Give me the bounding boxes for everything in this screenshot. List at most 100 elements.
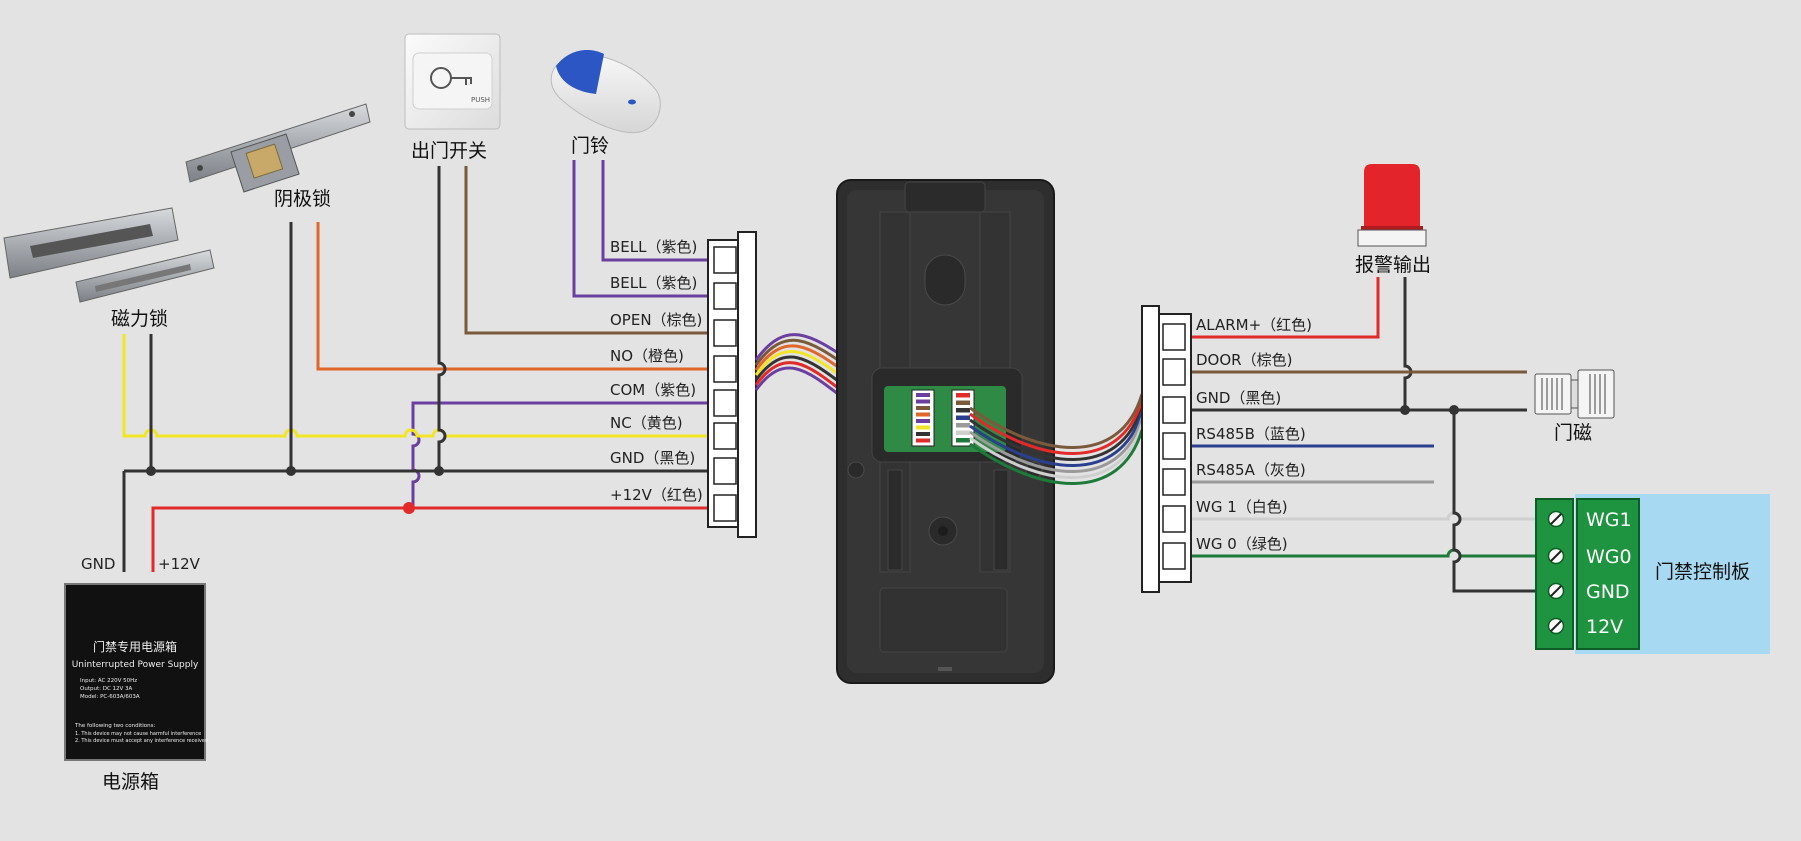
terminal-cell — [1162, 358, 1186, 386]
terminal-cell — [713, 494, 737, 522]
right-terminal-label: ALARM+（红色) — [1196, 316, 1312, 334]
junction-dot — [434, 466, 444, 476]
wire-bell-2 — [572, 160, 708, 298]
left-terminal-label: +12V（红色) — [610, 486, 703, 504]
junction-dot — [146, 466, 156, 476]
pin-wire — [956, 408, 970, 413]
card-reader-back — [836, 179, 1055, 684]
door-sensor-label: 门磁 — [1554, 422, 1592, 444]
power-box-title: 门禁专用电源箱 — [93, 639, 177, 654]
wire-bell-1 — [601, 160, 708, 262]
terminal-cell — [1162, 505, 1186, 533]
pin-wire — [956, 438, 970, 443]
doorbell-image — [550, 50, 661, 134]
alarm-label: 报警输出 — [1355, 254, 1431, 276]
power-12v-label: +12V — [158, 555, 201, 573]
power-box-spec: Input: AC 220V 50Hz — [80, 678, 137, 684]
pin-wire — [956, 400, 970, 405]
junction-dot — [403, 502, 415, 514]
left-terminal-label: NO（橙色) — [610, 347, 684, 365]
left-terminal-label: GND（黑色) — [610, 449, 695, 467]
junction-dot — [1400, 405, 1410, 415]
terminal-cell — [713, 389, 737, 417]
right-terminal-label: DOOR（棕色) — [1196, 351, 1292, 369]
terminal-cell — [713, 355, 737, 383]
pin-wire — [916, 419, 930, 423]
magnetic-lock-label: 磁力锁 — [111, 308, 168, 330]
cable-bundle-right — [969, 393, 1144, 485]
controller-terminal-label: WG0 — [1586, 546, 1632, 568]
door-sensor-image — [1534, 369, 1615, 419]
screw-terminal-icon — [1547, 510, 1565, 528]
pin-wire — [916, 406, 930, 410]
wires — [122, 160, 1536, 593]
pin-wire — [956, 415, 970, 420]
alarm-light — [1357, 164, 1427, 247]
junction-dot — [286, 466, 296, 476]
screw-terminal-icon — [1547, 617, 1565, 635]
left-terminal-label: BELL（紫色) — [610, 274, 697, 292]
wire-alarm-black — [1403, 277, 1413, 410]
power-box-spec: Model: PC-603A/603A — [80, 694, 140, 700]
screw-terminal-icon — [1547, 582, 1565, 600]
power-box-spec: Output: DC 12V 3A — [80, 686, 133, 692]
wire-alarm — [1185, 277, 1380, 339]
power-box-notes-title: The following two conditions: — [74, 723, 156, 729]
right-terminal-block — [1141, 305, 1192, 593]
terminal-cell — [713, 246, 737, 274]
terminal-cell — [713, 422, 737, 450]
left-terminal-label: COM（紫色) — [610, 381, 696, 399]
exit-button-label: 出门开关 — [411, 140, 487, 162]
doorbell-label: 门铃 — [571, 135, 609, 157]
magnetic-lock-image — [3, 207, 215, 303]
power-box-subtitle: Uninterrupted Power Supply — [72, 660, 199, 670]
terminal-cell — [713, 457, 737, 485]
pin-wire — [916, 399, 930, 404]
terminal-cell — [1162, 323, 1186, 351]
wire-no — [316, 222, 708, 371]
pin-wire — [916, 425, 930, 430]
wire-ctrl-gnd — [1452, 410, 1536, 593]
power-gnd-label: GND — [81, 555, 115, 573]
terminal-cell — [1162, 468, 1186, 496]
terminal-cell — [1162, 432, 1186, 460]
exit-button-image: PUSH — [404, 33, 501, 130]
right-terminal-label: WG 1（白色) — [1196, 498, 1288, 516]
terminal-cell — [713, 319, 737, 347]
pin-wire — [916, 412, 930, 417]
controller-terminal-label: GND — [1586, 581, 1630, 603]
controller-label: 门禁控制板 — [1655, 561, 1750, 583]
terminal-cell — [1162, 542, 1186, 570]
pin-wire — [956, 430, 970, 435]
screw-terminal-icon — [1547, 547, 1565, 565]
right-terminal-label: RS485B（蓝色) — [1196, 425, 1306, 443]
wire-open — [464, 166, 708, 335]
right-terminal-label: RS485A（灰色) — [1196, 461, 1306, 479]
junction-dot — [1449, 405, 1459, 415]
push-text: PUSH — [471, 96, 490, 104]
left-terminal-label: NC（黄色) — [610, 414, 683, 432]
wire-nc — [122, 334, 708, 438]
power-box-note: 1. This device may not cause harmful int… — [75, 731, 201, 737]
left-terminal-block — [707, 231, 757, 538]
power-box-label: 电源箱 — [102, 771, 159, 793]
pin-wire — [916, 438, 930, 443]
right-terminal-label: WG 0（绿色) — [1196, 535, 1288, 553]
terminal-cell — [1162, 396, 1186, 424]
power-box: 门禁专用电源箱 Uninterrupted Power Supply Input… — [64, 583, 208, 761]
pin-wire — [956, 423, 970, 428]
controller-terminal-label: WG1 — [1586, 509, 1632, 531]
pin-wire — [916, 393, 930, 397]
pin-wire — [916, 432, 930, 436]
wire-12v — [151, 506, 708, 572]
terminal-cell — [713, 282, 737, 310]
right-terminal-label: GND（黑色) — [1196, 389, 1281, 407]
power-box-note: 2. This device must accept any interfere… — [75, 738, 208, 744]
left-terminal-label: OPEN（棕色) — [610, 311, 702, 329]
strike-lock-image — [185, 103, 371, 193]
left-terminal-label: BELL（紫色) — [610, 238, 697, 256]
pin-wire — [956, 393, 970, 398]
wire-exit-black — [437, 166, 447, 471]
